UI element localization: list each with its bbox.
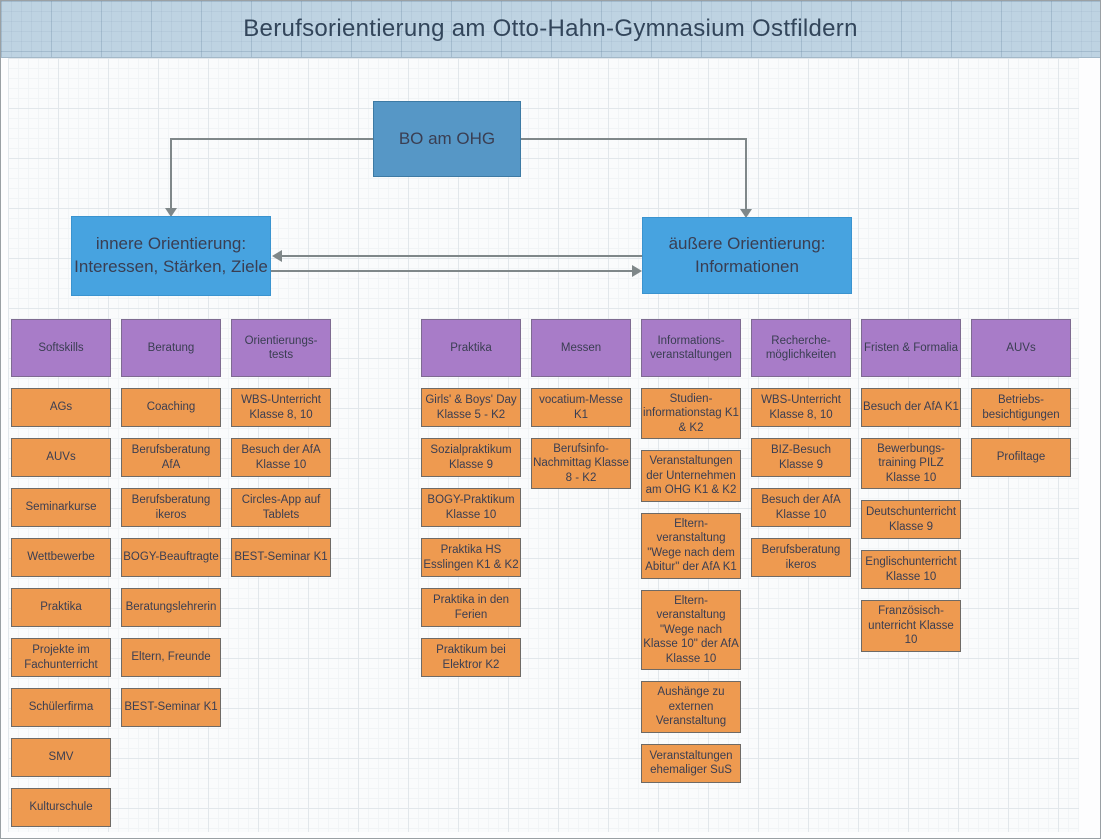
item-betriebs-besichtigungen[interactable]: Betriebs-besichtigungen	[971, 388, 1071, 427]
item-sozialpraktikum-klasse-9[interactable]: Sozialpraktikum Klasse 9	[421, 438, 521, 477]
item-circles-app-auf-tablets[interactable]: Circles-App auf Tablets	[231, 488, 331, 527]
item-praktika-hs-esslingen-k1-k2[interactable]: Praktika HS Esslingen K1 & K2	[421, 538, 521, 577]
item-eltern-freunde[interactable]: Eltern, Freunde	[121, 638, 221, 677]
item-praktikum-bei-elektror-k2[interactable]: Praktikum bei Elektror K2	[421, 638, 521, 677]
node-innere-orientierung-label: innere Orientierung: Interessen, Stärken…	[74, 234, 268, 276]
item-studien-informationstag-k1-k2[interactable]: Studien-informationstag K1 & K2	[641, 388, 741, 440]
item-berufsberatung-afa[interactable]: Berufsberatung AfA	[121, 438, 221, 477]
node-aeussere-orientierung-label: äußere Orientierung: Informationen	[668, 233, 826, 276]
item-biz-besuch-klasse-9[interactable]: BIZ-Besuch Klasse 9	[751, 438, 851, 477]
item-praktika[interactable]: Praktika	[11, 588, 111, 627]
diagram-title-bar: Berufsorientierung am Otto-Hahn-Gymnasiu…	[1, 1, 1100, 58]
item-englischunterricht-klasse-10[interactable]: Englischunterricht Klasse 10	[861, 550, 961, 590]
node-aeussere-orientierung[interactable]: äußere Orientierung: Informationen	[642, 217, 852, 294]
item-best-seminar-k1[interactable]: BEST-Seminar K1	[231, 538, 331, 577]
item-best-seminar-k1[interactable]: BEST-Seminar K1	[121, 688, 221, 727]
category-header-auvs[interactable]: AUVs	[971, 319, 1071, 377]
node-innere-orientierung[interactable]: innere Orientierung: Interessen, Stärken…	[71, 216, 271, 296]
item-praktika-in-den-ferien[interactable]: Praktika in den Ferien	[421, 588, 521, 627]
item-wbs-unterricht-klasse-8-10[interactable]: WBS-Unterricht Klasse 8, 10	[751, 388, 851, 427]
item-girls-boys-day-klasse-5-k2[interactable]: Girls' & Boys' Day Klasse 5 - K2	[421, 388, 521, 427]
item-besuch-der-afa-klasse-10[interactable]: Besuch der AfA Klasse 10	[751, 488, 851, 527]
category-header-messen[interactable]: Messen	[531, 319, 631, 377]
node-bo-am-ohg[interactable]: BO am OHG	[373, 101, 521, 177]
item-coaching[interactable]: Coaching	[121, 388, 221, 427]
category-header-recherche-moglichkeiten[interactable]: Recherche-möglichkeiten	[751, 319, 851, 377]
item-vocatium-messe-k1[interactable]: vocatium-Messe K1	[531, 388, 631, 427]
item-beratungslehrerin[interactable]: Beratungslehrerin	[121, 588, 221, 627]
item-berufsinfo-nachmittag-klasse-8-k2[interactable]: Berufsinfo-Nachmittag Klasse 8 - K2	[531, 438, 631, 490]
item-bogy-praktikum-klasse-10[interactable]: BOGY-Praktikum Klasse 10	[421, 488, 521, 527]
item-profiltage[interactable]: Profiltage	[971, 438, 1071, 477]
item-eltern-veranstaltung-wege-nach-klasse-10-der-afa-klasse-10[interactable]: Eltern-veranstaltung "Wege nach Klasse 1…	[641, 589, 741, 671]
item-ags[interactable]: AGs	[11, 388, 111, 427]
item-projekte-im-fachunterricht[interactable]: Projekte im Fachunterricht	[11, 638, 111, 677]
category-header-orientierungs-tests[interactable]: Orientierungs-tests	[231, 319, 331, 377]
item-veranstaltungen-ehemaliger-sus[interactable]: Veranstaltungen ehemaliger SuS	[641, 743, 741, 783]
category-header-informations-veranstaltungen[interactable]: Informations-veranstaltungen	[641, 319, 741, 377]
diagram-title: Berufsorientierung am Otto-Hahn-Gymnasiu…	[243, 15, 858, 42]
item-besuch-der-afa-k1[interactable]: Besuch der AfA K1	[861, 388, 961, 427]
category-header-praktika[interactable]: Praktika	[421, 319, 521, 377]
item-franzosisch-unterricht-klasse-10[interactable]: Französisch-unterricht Klasse 10	[861, 600, 961, 652]
category-header-beratung[interactable]: Beratung	[121, 319, 221, 377]
item-wbs-unterricht-klasse-8-10[interactable]: WBS-Unterricht Klasse 8, 10	[231, 388, 331, 427]
item-wettbewerbe[interactable]: Wettbewerbe	[11, 538, 111, 577]
item-smv[interactable]: SMV	[11, 738, 111, 777]
item-seminarkurse[interactable]: Seminarkurse	[11, 488, 111, 527]
item-bogy-beauftragte[interactable]: BOGY-Beauftragte	[121, 538, 221, 577]
item-eltern-veranstaltung-wege-nach-dem-abitur-der-afa-k1[interactable]: Eltern-veranstaltung "Wege nach dem Abit…	[641, 512, 741, 579]
item-aushange-zu-externen-veranstaltung[interactable]: Aushänge zu externen Veranstaltung	[641, 681, 741, 733]
item-berufsberatung-ikeros[interactable]: Berufsberatung ikeros	[121, 488, 221, 527]
item-besuch-der-afa-klasse-10[interactable]: Besuch der AfA Klasse 10	[231, 438, 331, 477]
item-deutschunterricht-klasse-9[interactable]: Deutschunterricht Klasse 9	[861, 500, 961, 540]
column-messen: Messen vocatium-Messe K1 Berufsinfo-Nachmi…	[531, 319, 631, 500]
item-kulturschule[interactable]: Kulturschule	[11, 788, 111, 827]
item-veranstaltungen-der-unternehmen-am-ohg-k1-k2[interactable]: Veranstaltungen der Unternehmen am OHG K…	[641, 450, 741, 502]
category-header-fristen-formalia[interactable]: Fristen & Formalia	[861, 319, 961, 377]
category-header-softskills[interactable]: Softskills	[11, 319, 111, 377]
item-bewerbungs-training-pilz-klasse-10[interactable]: Bewerbungs-training PILZ Klasse 10	[861, 438, 961, 490]
item-auvs[interactable]: AUVs	[11, 438, 111, 477]
item-schulerfirma[interactable]: Schülerfirma	[11, 688, 111, 727]
node-bo-am-ohg-label: BO am OHG	[398, 129, 496, 148]
item-berufsberatung-ikeros[interactable]: Berufsberatung ikeros	[751, 538, 851, 577]
